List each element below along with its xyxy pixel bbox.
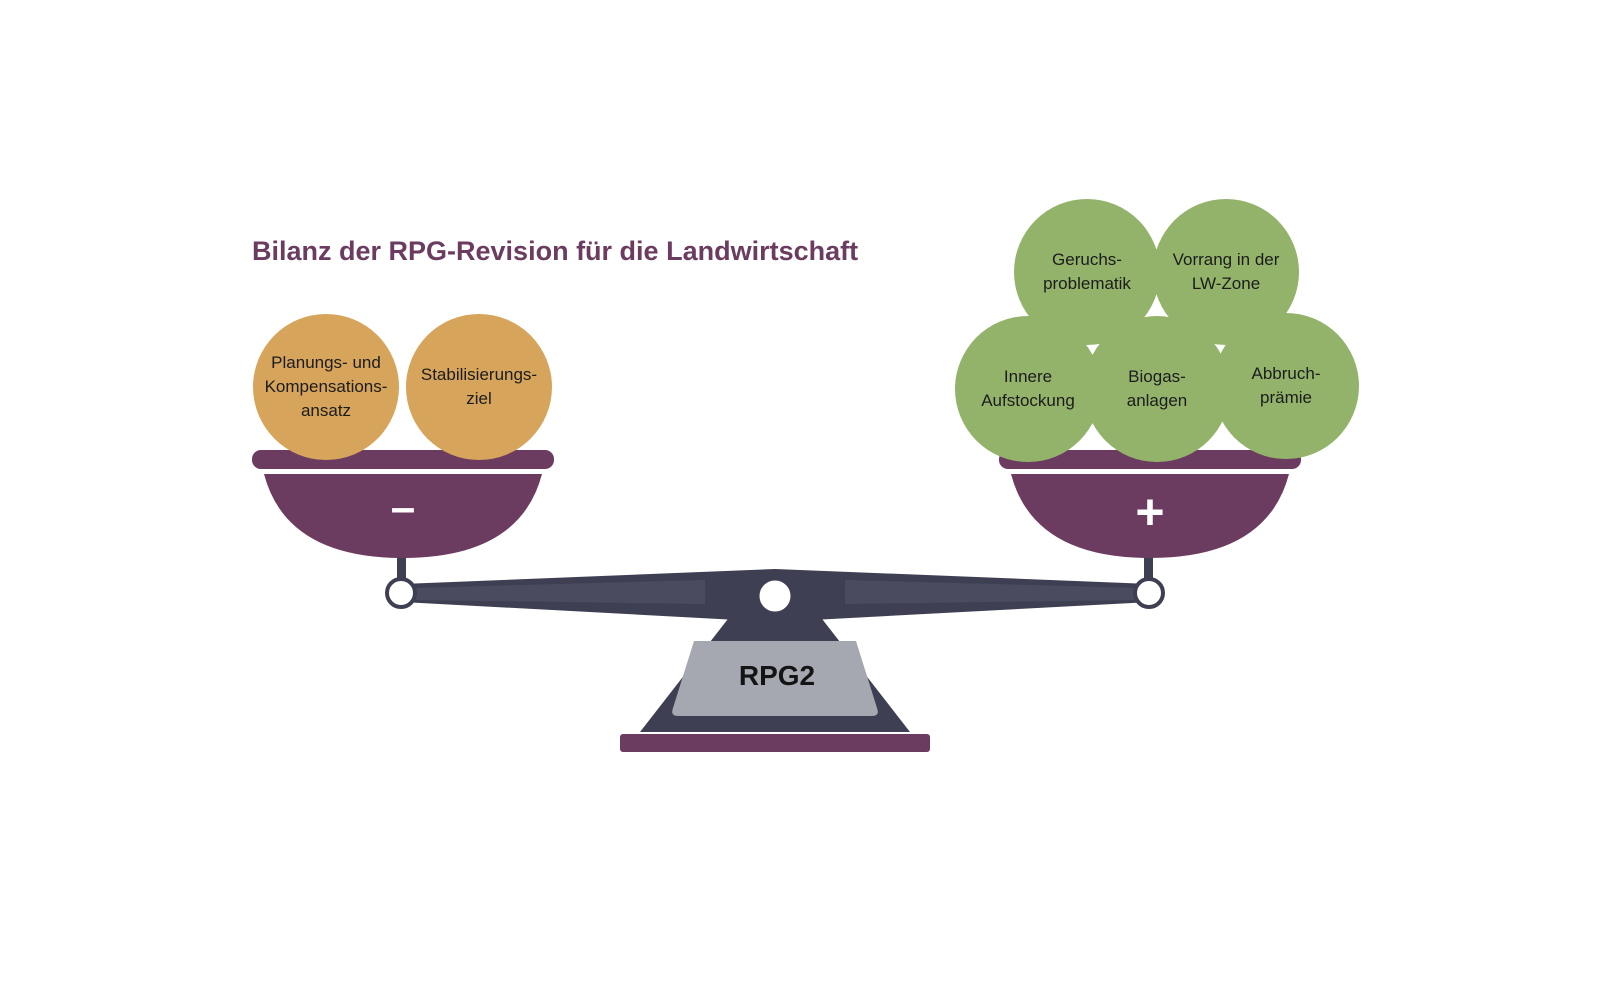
diagram-title: Bilanz der RPG-Revision für die Landwirt… bbox=[252, 236, 859, 266]
beam-highlight-right bbox=[845, 580, 1140, 604]
right-beam-ring bbox=[1133, 577, 1165, 609]
scale-base-plate bbox=[620, 734, 930, 752]
minus-item-stabilisierungsziel: Stabilisierungs- ziel bbox=[406, 314, 552, 460]
beam-highlight-left bbox=[412, 580, 705, 604]
stand-label-plate bbox=[672, 641, 878, 716]
left-pan-bowl bbox=[264, 474, 542, 558]
left-beam-ring bbox=[385, 577, 417, 609]
minus-sign: – bbox=[390, 483, 416, 532]
right-pan-hanger bbox=[1144, 556, 1153, 578]
left-pan-hanger bbox=[397, 556, 406, 578]
right-pan-bowl bbox=[1011, 474, 1289, 558]
scale-pivot bbox=[756, 577, 794, 615]
minus-item-planungsansatz: Planungs- und Kompensations- ansatz bbox=[253, 314, 399, 460]
plus-item-innere-aufstockung: Innere Aufstockung bbox=[955, 316, 1101, 462]
base-label: RPG2 bbox=[738, 660, 816, 691]
plus-item-biogasanlagen: Biogas- anlagen bbox=[1084, 316, 1230, 462]
plus-item-abbruchpraemie: Abbruch- prämie bbox=[1213, 313, 1359, 459]
plus-sign: + bbox=[1135, 484, 1165, 540]
